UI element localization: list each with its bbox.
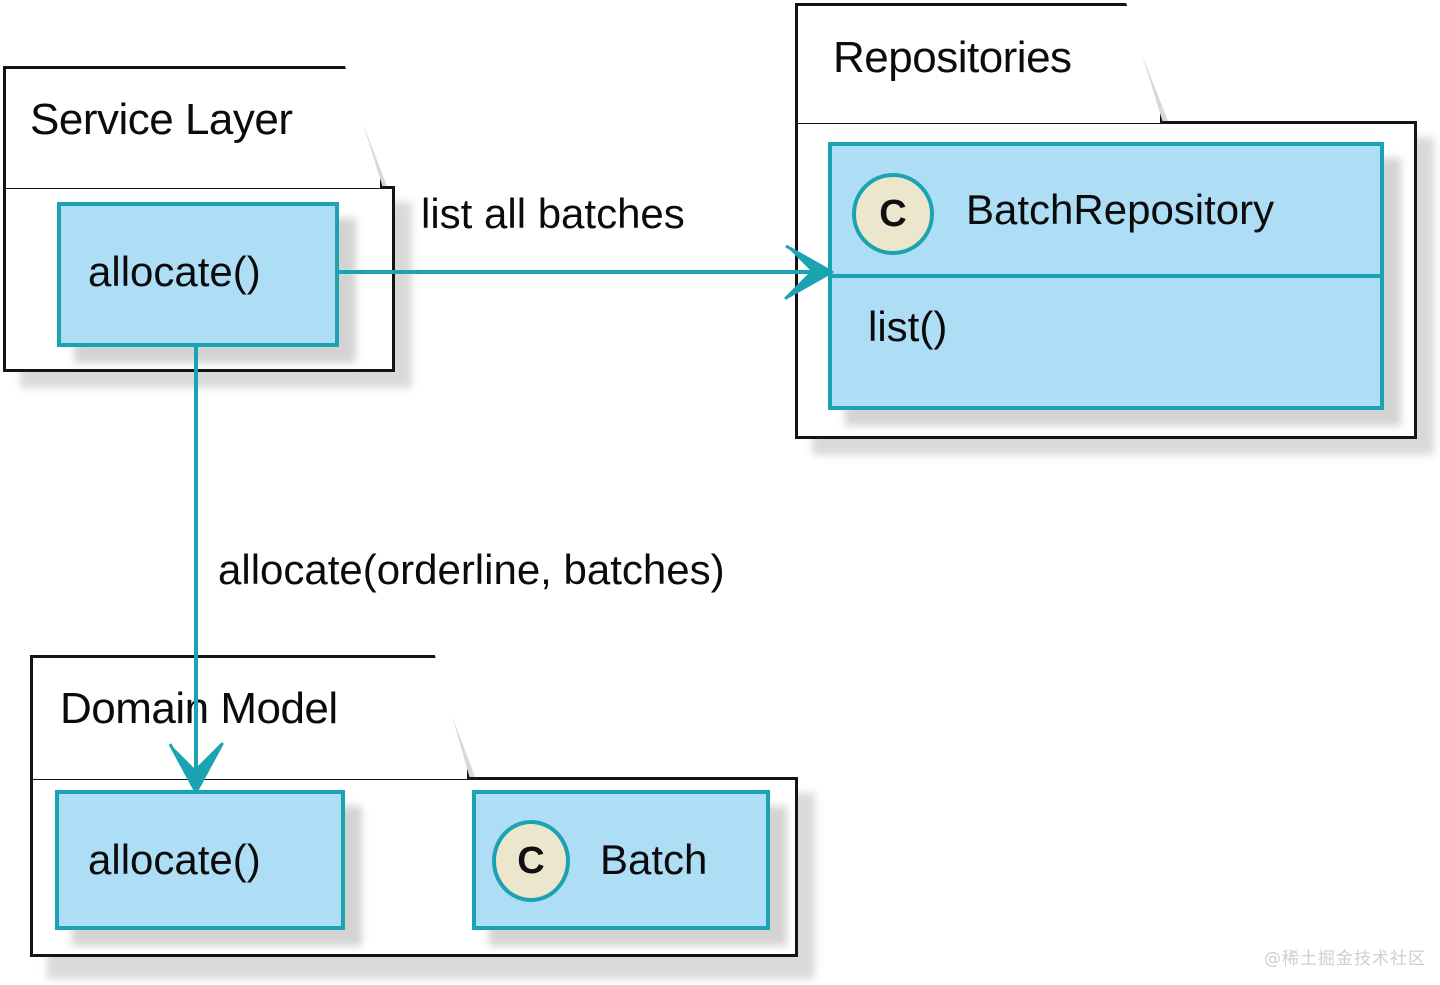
package-tab-repositories — [795, 3, 1163, 123]
edge-label-list-all-batches: list all batches — [421, 190, 685, 237]
edge-list-all-batches — [339, 244, 834, 300]
method-box-domain-allocate[interactable] — [55, 790, 345, 930]
method-box-service-allocate[interactable] — [57, 202, 339, 347]
class-stereotype-icon: C — [492, 820, 570, 902]
class-compartment-divider — [828, 274, 1384, 278]
package-tab-service-layer — [3, 66, 383, 188]
class-name-batch: Batch — [600, 836, 708, 883]
method-label-domain-allocate: allocate() — [88, 836, 261, 883]
watermark: @稀土掘金技术社区 — [1264, 949, 1426, 969]
package-tab-domain-model — [30, 655, 470, 779]
package-title-domain-model: Domain Model — [60, 684, 338, 733]
package-title-repositories: Repositories — [833, 33, 1072, 82]
class-stereotype-icon: C — [852, 173, 934, 255]
class-name-batch-repository: BatchRepository — [966, 186, 1275, 233]
package-title-service-layer: Service Layer — [30, 95, 293, 144]
edge-label-allocate-call: allocate(orderline, batches) — [218, 546, 725, 593]
method-label-service-allocate: allocate() — [88, 248, 261, 295]
class-member-list: list() — [868, 303, 948, 350]
